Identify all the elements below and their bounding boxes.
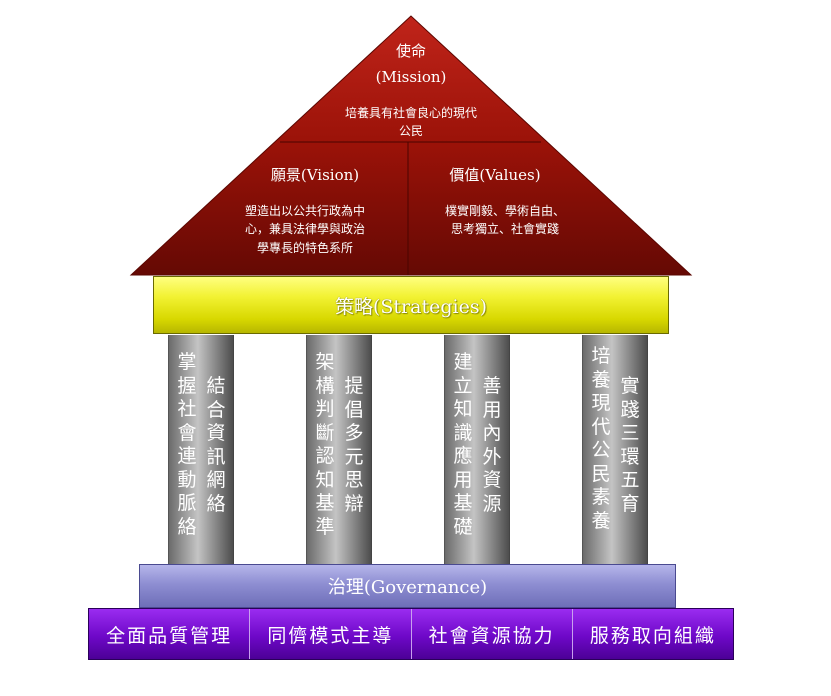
vision-body-line-1: 塑造出以公共行政為中 — [244, 204, 365, 218]
vision-title: 願景(Vision) — [270, 166, 360, 184]
mission-body-line-1: 培養具有社會良心的現代 — [344, 106, 477, 120]
pillar-4-left-text: 培養現代公民素養 — [591, 345, 611, 532]
foundation-row: 全面品質管理 同儕模式主導 社會資源協力 服務取向組織 — [88, 608, 734, 660]
pillar-1-right-text: 結合資訊網絡 — [206, 375, 226, 515]
pillar-2-right-text: 提倡多元思辯 — [344, 375, 364, 515]
values-title: 價值(Values) — [449, 166, 541, 184]
pillar-1-left-text: 掌握社會連動脈絡 — [177, 351, 197, 538]
pillar-1: 掌握社會連動脈絡 結合資訊網絡 — [168, 335, 234, 565]
roof — [129, 15, 693, 276]
foundation-item-4: 服務取向組織 — [572, 609, 733, 659]
pillar-4-right-text: 實踐三環五育 — [620, 375, 640, 515]
pillar-3-left-text: 建立知識應用基礎 — [453, 351, 473, 538]
pillar-4: 培養現代公民素養 實踐三環五育 — [582, 335, 648, 565]
foundation-item-3: 社會資源協力 — [411, 609, 573, 659]
values-body-line-2: 思考獨立、社會實踐 — [450, 222, 559, 236]
vision-body-line-3: 學專長的特色系所 — [256, 241, 353, 255]
governance-bar: 治理(Governance) — [139, 564, 676, 608]
mission-title: 使命 — [395, 42, 426, 60]
strategies-label: 策略(Strategies) — [334, 295, 487, 318]
foundation-item-2: 同儕模式主導 — [250, 609, 412, 659]
mission-subtitle: (Mission) — [375, 68, 447, 86]
pillar-2: 架構判斷認知基準 提倡多元思辯 — [306, 335, 372, 565]
strategies-beam: 策略(Strategies) — [153, 276, 669, 334]
pillar-3: 建立知識應用基礎 善用內外資源 — [444, 335, 510, 565]
values-body-line-1: 樸實剛毅、學術自由、 — [444, 204, 565, 218]
mission-body-line-2: 公民 — [398, 124, 423, 138]
governance-label: 治理(Governance) — [327, 577, 488, 598]
roof-triangle — [129, 15, 693, 276]
pillar-3-right-text: 善用內外資源 — [482, 375, 502, 515]
vision-body-line-2: 心，兼具法律學與政治 — [244, 222, 365, 236]
pillar-2-left-text: 架構判斷認知基準 — [315, 351, 335, 538]
foundation-item-1: 全面品質管理 — [89, 609, 251, 659]
